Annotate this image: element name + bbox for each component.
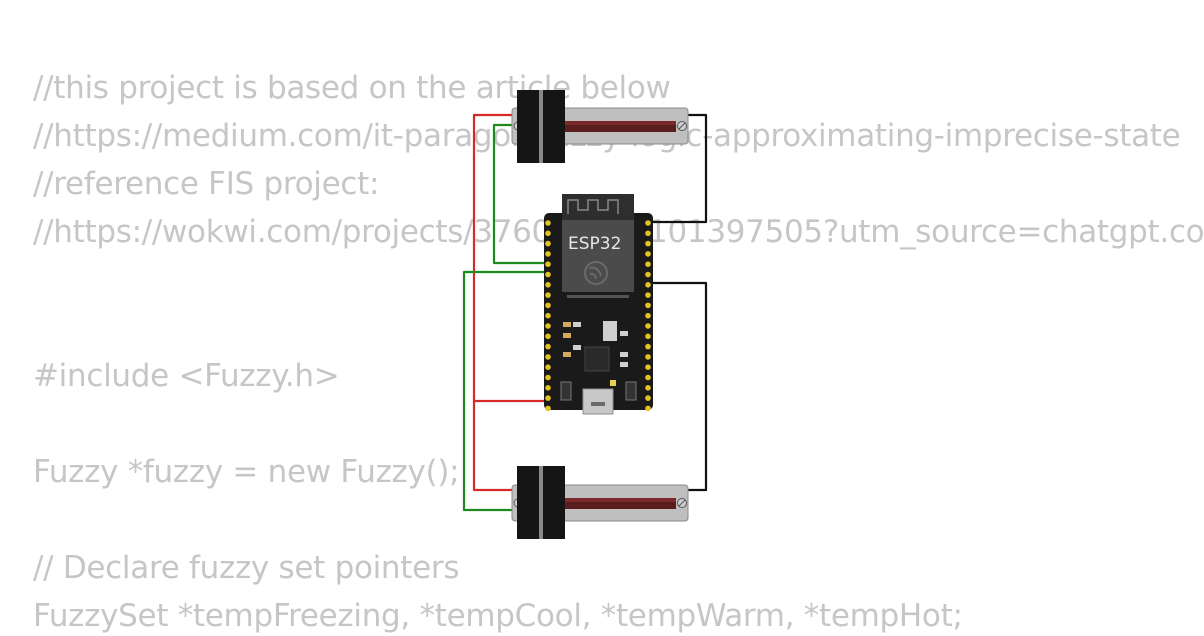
wire-green-top-signal[interactable] [492,123,548,265]
header-pin[interactable] [545,405,551,412]
header-pin[interactable] [545,354,551,360]
header-pin[interactable] [545,220,551,226]
usb-port[interactable] [582,388,614,415]
header-pin[interactable] [645,323,651,329]
header-pin[interactable] [645,395,651,401]
header-pin[interactable] [645,343,651,350]
wire-red-vcc[interactable] [472,113,514,492]
header-pin[interactable] [545,374,551,381]
esp32-board[interactable]: ESP32 [544,194,653,415]
usb-uart-chip [584,346,610,372]
header-pin[interactable] [545,323,551,329]
header-pin[interactable] [545,302,551,309]
header-pin[interactable] [645,374,651,381]
header-pin[interactable] [645,261,651,268]
header-pin[interactable] [545,333,551,340]
header-pin[interactable] [545,343,551,350]
header-pin[interactable] [545,395,551,401]
slide-potentiometer-top[interactable] [511,90,689,163]
slide-potentiometer-bottom[interactable] [511,466,689,539]
header-pin[interactable] [645,302,651,309]
header-pin[interactable] [645,364,651,371]
header-pin[interactable] [545,385,551,391]
header-pin[interactable] [545,261,551,268]
pin-headers [545,220,651,412]
en-button[interactable] [560,381,572,401]
espressif-logo-icon [584,261,608,285]
code-line: #include <Fuzzy.h> [33,358,340,394]
header-pin[interactable] [645,251,651,257]
boot-button[interactable] [625,381,637,401]
code-line: FuzzySet *tempFreezing, *tempCool, *temp… [33,598,963,634]
wifi-module [562,220,634,292]
code-line: //reference FIS project: [33,166,380,202]
header-pin[interactable] [645,312,651,319]
wire-black-top-gnd[interactable] [650,113,708,224]
header-pin[interactable] [545,240,551,247]
header-pin[interactable] [645,385,651,391]
header-pin[interactable] [645,354,651,360]
header-pin[interactable] [545,230,551,237]
header-pin[interactable] [645,220,651,226]
header-pin[interactable] [645,230,651,237]
header-pin[interactable] [645,292,651,298]
regulator-chip [603,321,617,341]
header-pin[interactable] [645,405,651,412]
header-pin[interactable] [545,251,551,257]
board-label: ESP32 [568,234,621,254]
header-pin[interactable] [545,282,551,288]
header-pin[interactable] [645,282,651,288]
code-line: //this project is based on the article b… [33,70,671,106]
header-pin[interactable] [645,333,651,340]
wire-green-bottom-signal[interactable] [462,270,548,512]
header-pin[interactable] [545,312,551,319]
code-line: // Declare fuzzy set pointers [33,550,460,586]
header-pin[interactable] [645,240,651,247]
header-pin[interactable] [545,292,551,298]
header-pin[interactable] [545,271,551,278]
code-line: Fuzzy *fuzzy = new Fuzzy(); [33,454,460,490]
wire-black-bottom-gnd[interactable] [650,281,708,492]
header-pin[interactable] [645,271,651,278]
header-pin[interactable] [545,364,551,371]
